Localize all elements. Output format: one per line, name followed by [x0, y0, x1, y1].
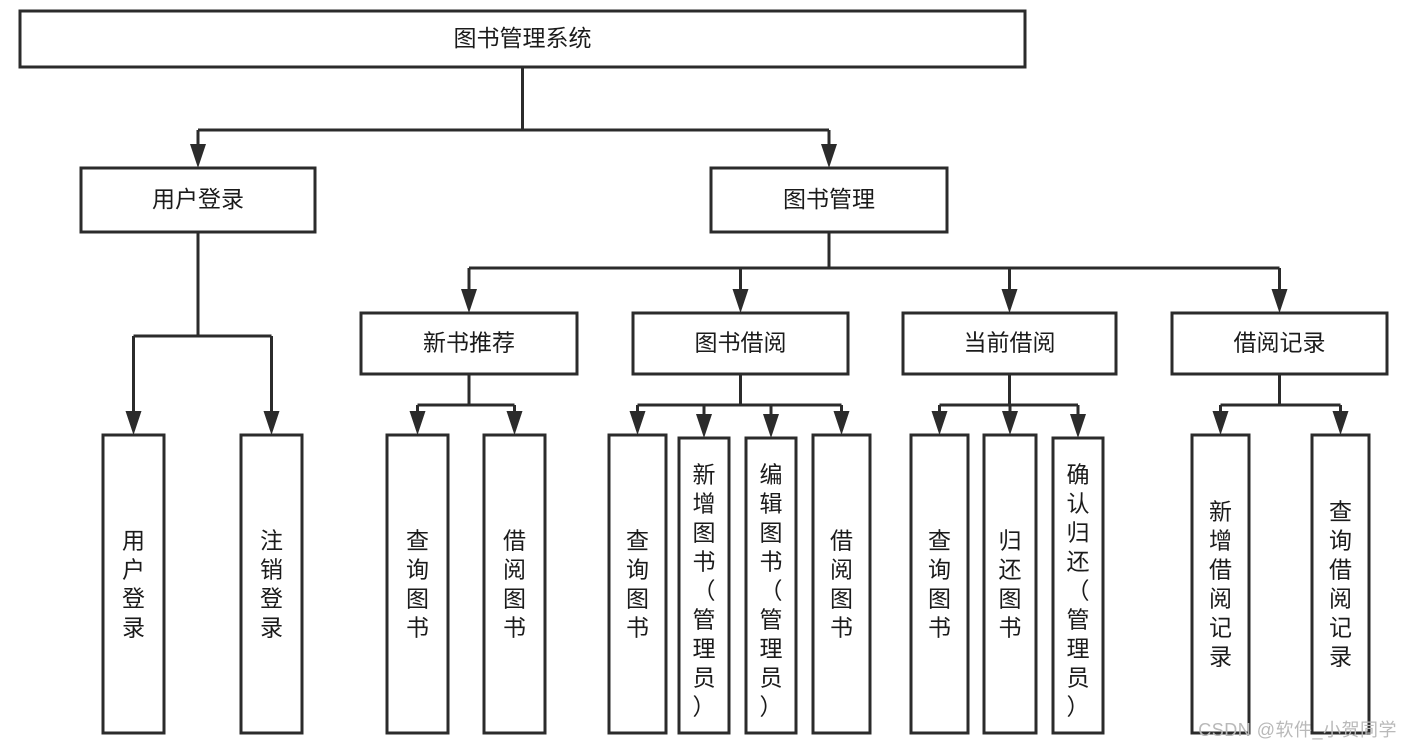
node-leaf-borrow-book-rec[interactable]: 借阅图书	[482, 433, 547, 735]
node-layer: 图书管理系统用户登录图书管理新书推荐图书借阅当前借阅借阅记录用户登录注销登录查询…	[18, 9, 1389, 735]
node-box-user-login	[79, 166, 317, 234]
node-label-leaf-query-book-rec: 查询图书	[406, 528, 429, 641]
arrow-head-icon-borrow-record	[1271, 289, 1288, 313]
node-label-book-borrow: 图书借阅	[695, 330, 787, 356]
node-box-leaf-add-book	[677, 436, 731, 735]
arrow-head-icon-leaf-add-book	[696, 414, 712, 438]
arrow-head-icon-leaf-borrow-book-rec	[506, 411, 523, 435]
node-box-book-borrow	[631, 311, 850, 376]
node-label-new-book-rec: 新书推荐	[423, 330, 515, 356]
arrow-head-icon-leaf-add-record	[1212, 411, 1229, 435]
node-label-borrow-record: 借阅记录	[1234, 330, 1326, 356]
node-label-leaf-confirm-return: 确认归还（管理员）	[1067, 462, 1090, 720]
arrow-head-icon-leaf-return-book	[1002, 411, 1018, 435]
node-label-leaf-return-book: 归还图书	[999, 528, 1022, 641]
node-label-leaf-add-book: 新增图书（管理员）	[693, 462, 716, 720]
node-box-leaf-query-book-cur	[909, 433, 970, 735]
node-label-leaf-logout: 注销登录	[260, 528, 283, 641]
node-label-leaf-borrow-book-rec: 借阅图书	[503, 528, 526, 641]
node-label-leaf-query-book-cur: 查询图书	[928, 528, 951, 641]
node-label-leaf-query-book: 查询图书	[626, 528, 649, 641]
arrow-head-icon-book-manage	[821, 144, 837, 168]
node-box-leaf-edit-book	[744, 436, 798, 735]
node-box-leaf-borrow-book-rec	[482, 433, 547, 735]
node-box-book-manage	[709, 166, 949, 234]
node-label-leaf-borrow-book: 借阅图书	[830, 528, 853, 641]
node-label-leaf-query-record: 查询借阅记录	[1329, 499, 1352, 670]
arrow-head-icon-leaf-query-book-cur	[931, 411, 948, 435]
arrow-head-icon-current-borrow	[1001, 289, 1018, 313]
node-label-book-manage: 图书管理	[783, 186, 875, 212]
node-current-borrow[interactable]: 当前借阅	[901, 311, 1118, 376]
node-book-manage[interactable]: 图书管理	[709, 166, 949, 234]
node-leaf-return-book[interactable]: 归还图书	[982, 433, 1038, 735]
node-leaf-confirm-return[interactable]: 确认归还（管理员）	[1051, 436, 1105, 735]
node-box-current-borrow	[901, 311, 1118, 376]
node-user-login[interactable]: 用户登录	[79, 166, 317, 234]
node-box-borrow-record	[1170, 311, 1389, 376]
node-leaf-query-book-cur[interactable]: 查询图书	[909, 433, 970, 735]
node-label-current-borrow: 当前借阅	[964, 330, 1056, 356]
node-box-leaf-user-login	[101, 433, 166, 735]
node-box-leaf-add-record	[1190, 433, 1251, 735]
arrow-head-icon-user-login	[190, 144, 206, 168]
node-leaf-borrow-book[interactable]: 借阅图书	[811, 433, 872, 735]
arrow-head-icon-leaf-query-book	[629, 411, 646, 435]
node-label-root: 图书管理系统	[454, 25, 592, 51]
node-leaf-logout[interactable]: 注销登录	[239, 433, 304, 735]
node-leaf-add-book[interactable]: 新增图书（管理员）	[677, 436, 731, 735]
node-book-borrow[interactable]: 图书借阅	[631, 311, 850, 376]
node-label-leaf-edit-book: 编辑图书（管理员）	[760, 462, 783, 720]
node-box-leaf-borrow-book	[811, 433, 872, 735]
arrow-head-icon-leaf-confirm-return	[1070, 414, 1086, 438]
node-label-leaf-user-login: 用户登录	[122, 528, 145, 641]
node-leaf-user-login[interactable]: 用户登录	[101, 433, 166, 735]
node-borrow-record[interactable]: 借阅记录	[1170, 311, 1389, 376]
node-leaf-add-record[interactable]: 新增借阅记录	[1190, 433, 1251, 735]
node-box-leaf-query-book-rec	[385, 433, 450, 735]
node-leaf-edit-book[interactable]: 编辑图书（管理员）	[744, 436, 798, 735]
connector-layer	[125, 67, 1349, 438]
node-leaf-query-record[interactable]: 查询借阅记录	[1310, 433, 1371, 735]
arrow-head-icon-leaf-query-record	[1332, 411, 1349, 435]
node-box-new-book-rec	[359, 311, 579, 376]
arrow-head-icon-new-book-rec	[461, 289, 477, 313]
node-leaf-query-book-rec[interactable]: 查询图书	[385, 433, 450, 735]
node-box-leaf-confirm-return	[1051, 436, 1105, 735]
arrow-head-icon-book-borrow	[732, 289, 749, 313]
arrow-head-icon-leaf-borrow-book	[833, 411, 850, 435]
node-root[interactable]: 图书管理系统	[18, 9, 1027, 69]
node-leaf-query-book[interactable]: 查询图书	[607, 433, 668, 735]
node-box-leaf-query-record	[1310, 433, 1371, 735]
arrow-head-icon-leaf-query-book-rec	[409, 411, 426, 435]
node-box-leaf-logout	[239, 433, 304, 735]
node-box-leaf-query-book	[607, 433, 668, 735]
node-label-user-login: 用户登录	[152, 186, 244, 212]
node-box-leaf-return-book	[982, 433, 1038, 735]
arrow-head-icon-leaf-user-login	[125, 411, 142, 435]
arrow-head-icon-leaf-edit-book	[763, 414, 779, 438]
arrow-head-icon-leaf-logout	[263, 411, 280, 435]
node-new-book-rec[interactable]: 新书推荐	[359, 311, 579, 376]
node-label-leaf-add-record: 新增借阅记录	[1209, 499, 1232, 670]
node-box-root	[18, 9, 1027, 69]
